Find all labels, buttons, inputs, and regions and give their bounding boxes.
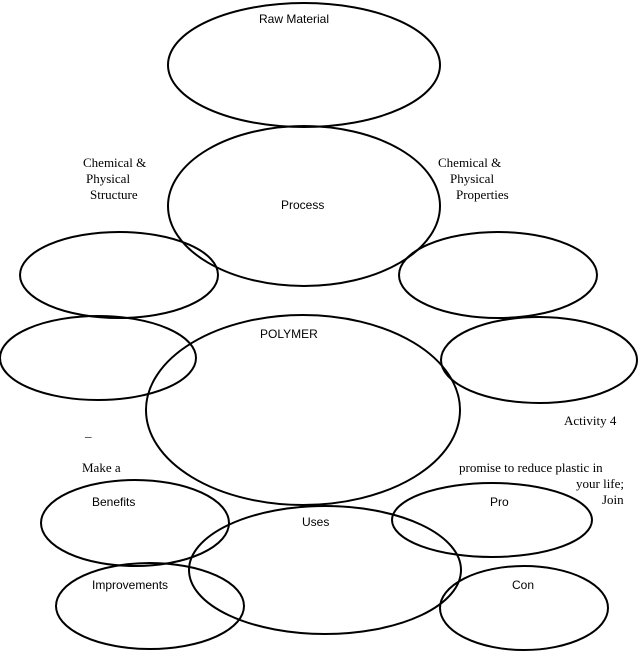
make-a-text: Make a bbox=[82, 460, 121, 475]
process-ellipse bbox=[167, 125, 441, 287]
promise-text: promise to reduce plastic in bbox=[459, 460, 603, 475]
uses-ellipse bbox=[188, 505, 462, 635]
properties-label-line-2: Physical bbox=[450, 171, 495, 186]
structure-label-line-1: Chemical & bbox=[83, 155, 147, 170]
structure-label-line-3: Structure bbox=[90, 187, 138, 202]
con-label: Con bbox=[512, 578, 535, 592]
structure-blank-ellipse-1 bbox=[19, 231, 219, 319]
improvements-label: Improvements bbox=[92, 578, 169, 592]
structure-label-line-2: Physical bbox=[86, 171, 131, 186]
pro-label: Pro bbox=[490, 495, 509, 509]
benefits-label: Benefits bbox=[92, 495, 136, 509]
raw-material-label: Raw Material bbox=[259, 12, 330, 26]
dash-mark: _ bbox=[85, 424, 92, 439]
benefits-ellipse bbox=[40, 479, 230, 567]
properties-blank-ellipse-1 bbox=[398, 231, 598, 319]
polymer-label: POLYMER bbox=[260, 327, 318, 341]
improvements-ellipse bbox=[55, 562, 245, 650]
join-text: Join bbox=[602, 492, 624, 507]
your-life-text: your life; bbox=[576, 476, 625, 491]
properties-blank-ellipse-2 bbox=[440, 316, 638, 404]
structure-blank-ellipse-2 bbox=[0, 315, 197, 401]
con-ellipse bbox=[439, 565, 609, 651]
polymer-ellipse bbox=[145, 314, 461, 506]
process-label: Process bbox=[281, 198, 325, 212]
properties-label-line-1: Chemical & bbox=[438, 155, 502, 170]
pro-ellipse bbox=[391, 482, 593, 558]
properties-label-line-3: Properties bbox=[456, 187, 509, 202]
activity-label: Activity 4 bbox=[564, 413, 617, 428]
uses-label: Uses bbox=[302, 515, 330, 529]
